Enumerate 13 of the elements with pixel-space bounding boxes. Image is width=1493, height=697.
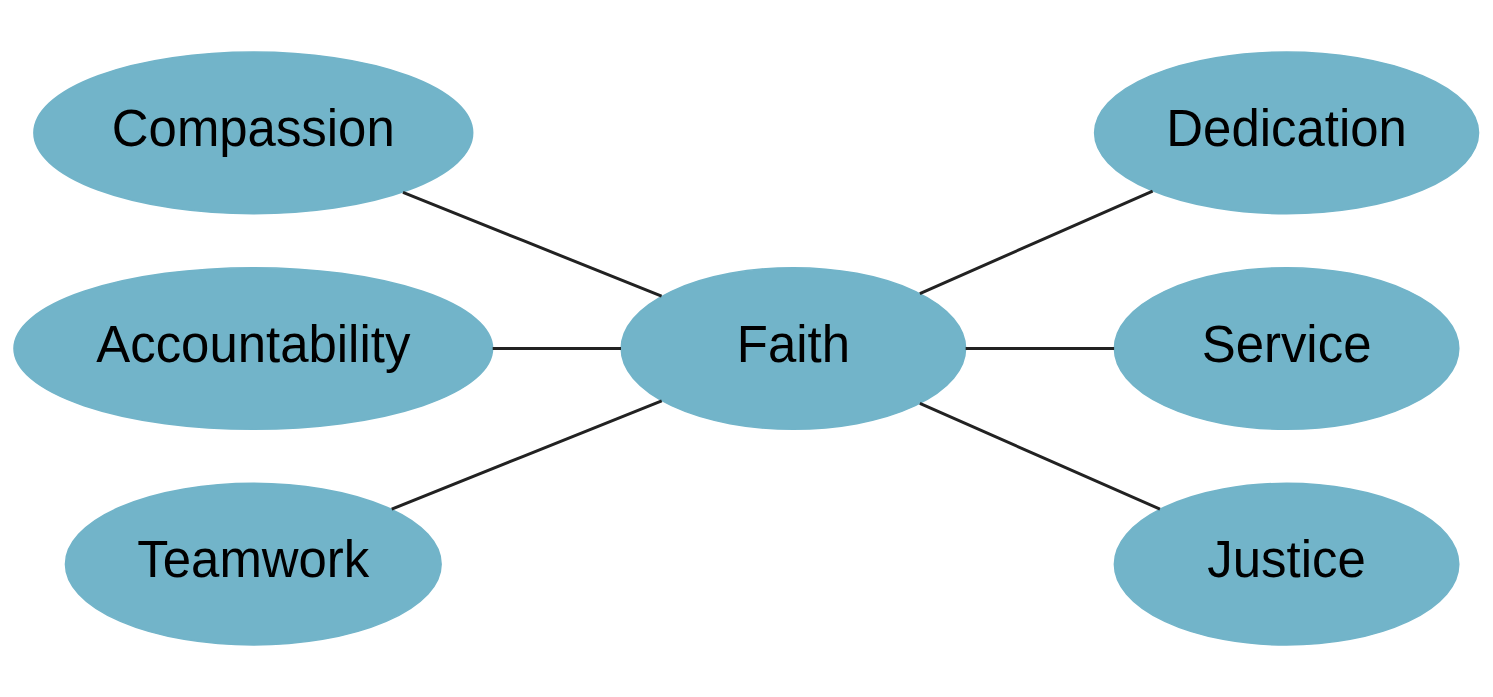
connector [402, 190, 663, 298]
node-ellipse: Accountability [13, 266, 494, 431]
node-ellipse: Service [1113, 266, 1460, 431]
connector [391, 399, 663, 511]
connector [919, 189, 1154, 295]
connector [919, 402, 1161, 511]
node-ellipse: Justice [1113, 482, 1460, 646]
connector [492, 347, 621, 350]
node-ellipse: Teamwork [64, 482, 442, 646]
connector [965, 347, 1115, 350]
node-ellipse: Compassion [33, 51, 474, 215]
node-ellipse: Dedication [1093, 51, 1480, 215]
node-ellipse: Faith [620, 266, 967, 431]
